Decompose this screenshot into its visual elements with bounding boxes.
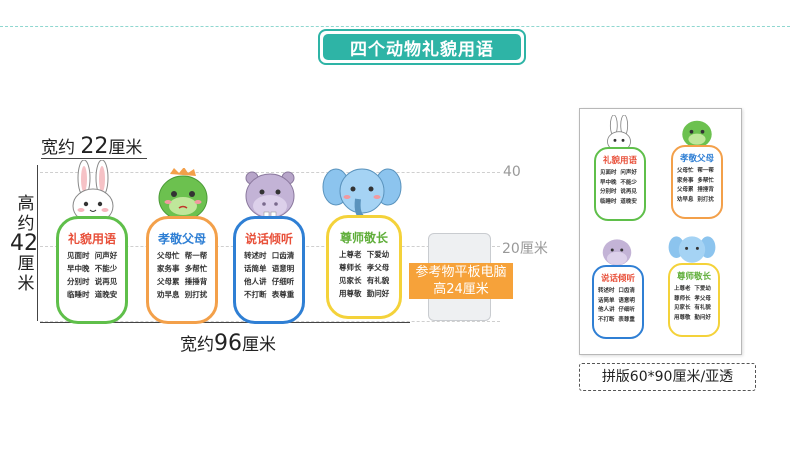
tablet-reference-line1: 参考物平板电脑 bbox=[415, 265, 507, 280]
dinosaur-icon bbox=[682, 120, 712, 148]
card-rabbit-panel: 礼貌用语 见面时 问声好早中晚 不能少分别时 说再见临睡时 道晚安 bbox=[56, 216, 128, 324]
title-banner: 四个动物礼貌用语 bbox=[318, 29, 526, 65]
mini-card-hippo: 说话倾听 转述时 口齿清话简单 语意明他人讲 仔细听不打断 表尊重 bbox=[592, 265, 644, 339]
mini-card-rabbit-line-3: 分别时 说再见 bbox=[600, 189, 637, 195]
card-rabbit-line-1: 见面时 问声好 bbox=[67, 251, 118, 260]
total-width-prefix: 宽约 bbox=[180, 335, 214, 355]
rabbit-icon bbox=[607, 115, 631, 152]
guide-line-40 bbox=[40, 172, 500, 173]
mini-card-hippo-line-3: 他人讲 仔细听 bbox=[598, 307, 635, 313]
mini-card-hippo-line-4: 不打断 表尊重 bbox=[598, 316, 635, 323]
mini-card-rabbit-line-1: 见面时 问声好 bbox=[600, 170, 637, 176]
total-width-unit: 厘米 bbox=[242, 335, 276, 355]
card-hippo-lines: 转述时 口齿清话简单 语意明他人讲 仔细听不打断 表尊重 bbox=[244, 249, 302, 301]
mini-card-rabbit-line-2: 早中晚 不能少 bbox=[600, 179, 637, 186]
height-label: 高 约 42 厘 米 bbox=[10, 194, 38, 294]
top-divider bbox=[0, 26, 790, 27]
mini-card-hippo-title: 说话倾听 bbox=[600, 274, 635, 284]
mini-card-dinosaur: 孝敬父母 父母忙 帮一帮家务事 多帮忙父母累 捶捶背劝早息 别打扰 bbox=[671, 145, 723, 219]
card-hippo-line-4: 不打断 表尊重 bbox=[244, 290, 295, 299]
tablet-reference-line2: 高24厘米 bbox=[433, 282, 489, 297]
height-label-line1: 高 bbox=[17, 194, 35, 214]
card-rabbit-line-2: 早中晚 不能少 bbox=[67, 264, 118, 273]
height-unit-line2: 米 bbox=[17, 274, 35, 294]
tablet-reference-label: 参考物平板电脑 高24厘米 bbox=[409, 263, 513, 299]
hippo-icon bbox=[602, 239, 632, 266]
single-width-prefix: 宽约 bbox=[41, 138, 75, 158]
card-dinosaur-title: 孝敬父母 bbox=[157, 232, 206, 246]
elephant-icon bbox=[322, 168, 402, 222]
guide-label-20: 20厘米 bbox=[502, 241, 548, 257]
mini-card-hippo-line-2: 话简单 语意明 bbox=[598, 297, 635, 304]
card-hippo-line-3: 他人讲 仔细听 bbox=[244, 277, 295, 286]
hippo-icon bbox=[245, 171, 295, 219]
single-width-label: 宽约 22厘米 bbox=[41, 133, 142, 159]
layout-sheet-preview: 礼貌用语 见面时 问声好早中晚 不能少分别时 说再见临睡时 道晚安 孝敬父母 父… bbox=[579, 108, 742, 355]
card-elephant-line-2: 尊师长 孝父母 bbox=[339, 263, 390, 272]
mini-card-rabbit-lines: 见面时 问声好早中晚 不能少分别时 说再见临睡时 道晚安 bbox=[600, 169, 650, 207]
single-width-bracket bbox=[41, 158, 147, 159]
mini-card-dinosaur-line-1: 父母忙 帮一帮 bbox=[677, 168, 714, 174]
mini-card-dinosaur-lines: 父母忙 帮一帮家务事 多帮忙父母累 捶捶背劝早息 别打扰 bbox=[677, 167, 727, 205]
mini-card-hippo-line-1: 转述时 口齿清 bbox=[598, 288, 635, 294]
rabbit-icon bbox=[72, 160, 114, 224]
single-width-value: 22 bbox=[80, 134, 109, 159]
card-dinosaur-lines: 父母忙 帮一帮家务事 多帮忙父母累 捶捶背劝早息 别打扰 bbox=[157, 249, 215, 301]
card-elephant-panel: 尊师敬长 上尊老 下爱幼尊师长 孝父母见家长 有礼貌用尊敬 勤问好 bbox=[326, 215, 402, 319]
page-title: 四个动物礼貌用语 bbox=[323, 34, 521, 60]
mini-card-elephant-line-3: 见家长 有礼貌 bbox=[674, 305, 711, 311]
card-elephant-line-3: 见家长 有礼貌 bbox=[339, 276, 390, 285]
elephant-icon bbox=[668, 236, 716, 263]
card-hippo: 说话倾听 转述时 口齿清话简单 语意明他人讲 仔细听不打断 表尊重 bbox=[228, 168, 310, 324]
card-elephant-lines: 上尊老 下爱幼尊师长 孝父母见家长 有礼貌用尊敬 勤问好 bbox=[339, 248, 397, 300]
guide-label-40: 40 bbox=[503, 164, 521, 180]
mini-card-rabbit-title: 礼貌用语 bbox=[602, 156, 637, 166]
single-width-unit: 厘米 bbox=[108, 138, 143, 158]
card-dinosaur-line-3: 父母累 捶捶背 bbox=[157, 277, 208, 286]
height-unit-line1: 厘 bbox=[17, 254, 35, 274]
card-rabbit-title: 礼貌用语 bbox=[67, 232, 116, 246]
card-hippo-line-2: 话简单 语意明 bbox=[244, 264, 295, 273]
card-rabbit-line-4: 临睡时 道晚安 bbox=[67, 290, 118, 299]
mini-card-elephant-title: 尊师敬长 bbox=[676, 272, 711, 282]
mini-card-elephant: 尊师敬长 上尊老 下爱幼尊师长 孝父母见家长 有礼貌用尊敬 勤问好 bbox=[668, 263, 720, 337]
card-rabbit-line-3: 分别时 说再见 bbox=[67, 277, 118, 286]
height-value: 42 bbox=[10, 231, 38, 256]
total-width-label: 宽约96厘米 bbox=[180, 330, 276, 356]
mini-card-elephant-lines: 上尊老 下爱幼尊师长 孝父母见家长 有礼貌用尊敬 勤问好 bbox=[674, 285, 724, 323]
mini-card-elephant-line-4: 用尊敬 勤问好 bbox=[674, 314, 711, 321]
card-dinosaur-line-4: 劝早息 别打扰 bbox=[157, 290, 208, 299]
mini-card-elephant-line-1: 上尊老 下爱幼 bbox=[674, 286, 711, 292]
total-width-bracket bbox=[40, 322, 410, 323]
card-dinosaur-line-1: 父母忙 帮一帮 bbox=[157, 251, 208, 260]
height-bracket bbox=[37, 165, 38, 321]
mini-card-rabbit: 礼貌用语 见面时 问声好早中晚 不能少分别时 说再见临睡时 道晚安 bbox=[594, 147, 646, 221]
card-dinosaur-line-2: 家务事 多帮忙 bbox=[157, 264, 208, 273]
card-elephant-title: 尊师敬长 bbox=[339, 231, 388, 245]
layout-caption: 拼版60*90厘米/亚透 bbox=[579, 363, 756, 391]
mini-card-dinosaur-line-3: 父母累 捶捶背 bbox=[677, 187, 714, 193]
mini-card-dinosaur-line-4: 劝早息 别打扰 bbox=[677, 196, 714, 203]
card-dinosaur-panel: 孝敬父母 父母忙 帮一帮家务事 多帮忙父母累 捶捶背劝早息 别打扰 bbox=[146, 216, 218, 324]
card-rabbit-lines: 见面时 问声好早中晚 不能少分别时 说再见临睡时 道晚安 bbox=[67, 249, 125, 301]
card-elephant: 尊师敬长 上尊老 下爱幼尊师长 孝父母见家长 有礼貌用尊敬 勤问好 bbox=[318, 165, 410, 320]
mini-card-dinosaur-line-2: 家务事 多帮忙 bbox=[677, 177, 714, 184]
mini-card-hippo-lines: 转述时 口齿清话简单 语意明他人讲 仔细听不打断 表尊重 bbox=[598, 287, 648, 325]
card-hippo-panel: 说话倾听 转述时 口齿清话简单 语意明他人讲 仔细听不打断 表尊重 bbox=[233, 216, 305, 324]
card-elephant-line-1: 上尊老 下爱幼 bbox=[339, 250, 390, 259]
mini-card-rabbit-line-4: 临睡时 道晚安 bbox=[600, 198, 637, 205]
total-width-value: 96 bbox=[214, 331, 242, 356]
card-rabbit: 礼貌用语 见面时 问声好早中晚 不能少分别时 说再见临睡时 道晚安 bbox=[54, 160, 134, 324]
card-hippo-title: 说话倾听 bbox=[244, 232, 293, 246]
card-elephant-line-4: 用尊敬 勤问好 bbox=[339, 289, 390, 298]
mini-card-dinosaur-title: 孝敬父母 bbox=[679, 154, 714, 164]
mini-card-elephant-line-2: 尊师长 孝父母 bbox=[674, 295, 711, 302]
card-dinosaur: 孝敬父母 父母忙 帮一帮家务事 多帮忙父母累 捶捶背劝早息 别打扰 bbox=[140, 168, 222, 324]
card-hippo-line-1: 转述时 口齿清 bbox=[244, 251, 295, 260]
height-label-line2: 约 bbox=[17, 214, 35, 234]
